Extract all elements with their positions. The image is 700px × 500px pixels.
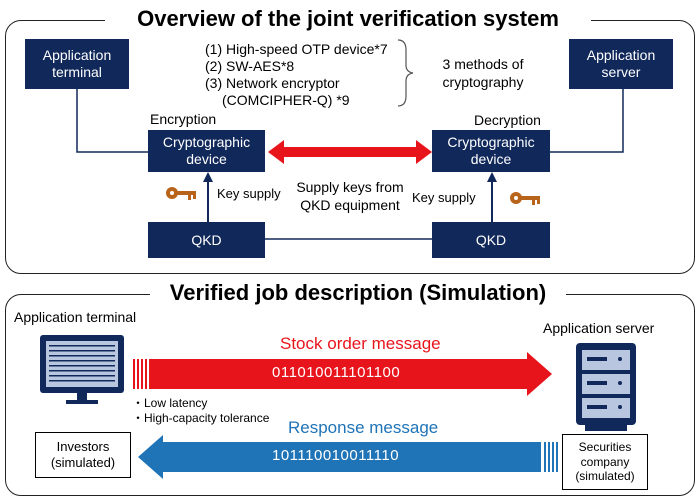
bottom-app-terminal-label: Application terminal bbox=[14, 309, 137, 325]
left-qkd-box: QKD bbox=[148, 222, 265, 258]
server-to-device-line bbox=[550, 89, 624, 153]
stock-order-label: Stock order message bbox=[280, 334, 441, 353]
securities-box: Securities company (simulated) bbox=[562, 434, 648, 490]
terminal-to-device-line bbox=[76, 89, 148, 153]
top-app-server-box: Application server bbox=[569, 39, 673, 89]
supply-keys-text: Supply keys from QKD equipment bbox=[296, 179, 404, 214]
left-crypto-device: Cryptographic device bbox=[148, 130, 265, 172]
encryption-label: Encryption bbox=[150, 111, 217, 127]
right-key-supply-label: Key supply bbox=[412, 190, 476, 205]
response-bits: 101110010011110 bbox=[272, 447, 400, 464]
note-high-capacity: ・High-capacity tolerance bbox=[132, 411, 270, 425]
bottom-app-server-label: Application server bbox=[543, 320, 655, 336]
encryption-double-arrow bbox=[268, 140, 432, 164]
response-arrow bbox=[138, 435, 558, 479]
system-overview-title: Overview of the joint verification syste… bbox=[105, 5, 591, 33]
methods-brace bbox=[397, 39, 414, 107]
method-1: (1) High-speed OTP device*7 bbox=[205, 41, 388, 57]
method-2: (2) SW-AES*8 bbox=[205, 58, 295, 74]
right-crypto-device: Cryptographic device bbox=[432, 130, 550, 172]
left-key-icon bbox=[166, 187, 196, 200]
methods-summary: 3 methods of cryptography bbox=[442, 56, 524, 91]
stock-order-arrow bbox=[133, 352, 552, 396]
note-low-latency: ・Low latency bbox=[132, 396, 208, 410]
method-3-detail: (COMCIPHER-Q) *9 bbox=[222, 92, 350, 108]
right-qkd-box: QKD bbox=[432, 222, 550, 258]
right-key-icon bbox=[510, 192, 540, 205]
response-label: Response message bbox=[288, 418, 439, 437]
stock-order-bits: 011010011101100 bbox=[272, 364, 401, 381]
server-icon bbox=[576, 343, 636, 431]
job-description-title: Verified job description (Simulation) bbox=[150, 279, 566, 307]
left-key-supply-label: Key supply bbox=[217, 186, 281, 201]
top-app-terminal-box: Application terminal bbox=[25, 39, 129, 89]
method-3: (3) Network encryptor bbox=[205, 75, 340, 91]
monitor-icon bbox=[40, 335, 124, 404]
investors-box: Investors (simulated) bbox=[35, 432, 131, 478]
decryption-label: Decryption bbox=[474, 112, 541, 128]
